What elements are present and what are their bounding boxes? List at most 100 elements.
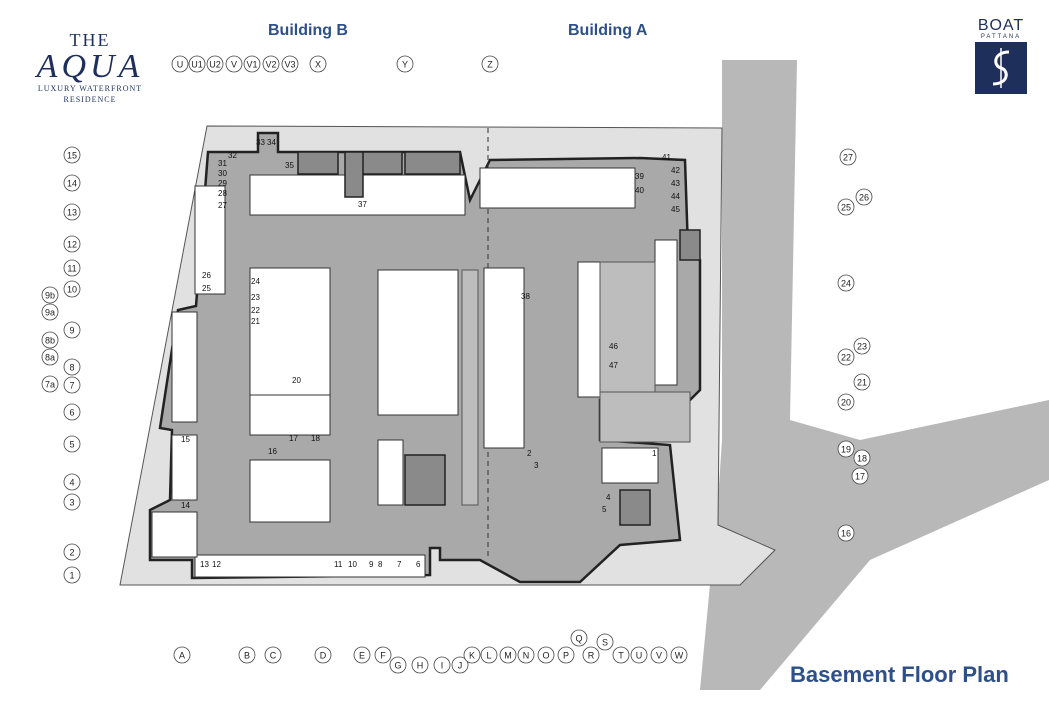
grid-bubble-left: 9 [63, 321, 81, 339]
grid-bubble-top: X [309, 55, 327, 73]
svg-text:13: 13 [67, 208, 77, 218]
grid-bubble-bottom: C [264, 646, 282, 664]
logo-aqua-text: AQUA [36, 48, 144, 85]
grid-bubble-left: 6 [63, 403, 81, 421]
svg-text:C: C [270, 651, 277, 661]
svg-text:4: 4 [69, 478, 74, 488]
parking-number: 26 [202, 271, 211, 280]
svg-text:8a: 8a [45, 353, 55, 363]
parking-number: 3 [534, 461, 539, 470]
grid-bubble-top: V [225, 55, 243, 73]
svg-text:17: 17 [855, 472, 865, 482]
grid-bubble-bottom: V [650, 646, 668, 664]
svg-text:2: 2 [69, 548, 74, 558]
svg-text:26: 26 [859, 193, 869, 203]
svg-text:22: 22 [841, 353, 851, 363]
grid-bubble-bottom: O [537, 646, 555, 664]
parking-number: 13 [200, 560, 209, 569]
building-a-label: Building A [568, 22, 648, 39]
grid-bubble-right: 21 [853, 373, 871, 391]
parking-number: 18 [311, 434, 320, 443]
svg-text:K: K [469, 651, 475, 661]
grid-bubble-right: 23 [853, 337, 871, 355]
grid-bubble-left: 15 [63, 146, 81, 164]
svg-text:X: X [315, 60, 321, 70]
grid-bubble-right: 17 [851, 467, 869, 485]
logo-the-text: THE [69, 30, 111, 50]
parking-number: 7 [397, 560, 402, 569]
grid-bubble-right: 20 [837, 393, 855, 411]
parking-number: 35 [285, 161, 294, 170]
grid-bubble-left: 7a [41, 375, 59, 393]
svg-text:F: F [380, 651, 386, 661]
svg-text:O: O [542, 651, 549, 661]
grid-bubble-right: 24 [837, 274, 855, 292]
service-rooms [297, 151, 701, 526]
svg-text:1: 1 [69, 571, 74, 581]
grid-bubble-bottom: S [596, 633, 614, 651]
svg-text:25: 25 [841, 203, 851, 213]
parking-number: 8 [378, 560, 383, 569]
parking-number: 45 [671, 205, 680, 214]
parking-number: 39 [635, 172, 644, 181]
parking-number: 10 [348, 560, 357, 569]
ramp-areas [461, 261, 691, 506]
svg-text:3: 3 [69, 498, 74, 508]
svg-text:12: 12 [67, 240, 77, 250]
svg-text:8b: 8b [45, 336, 55, 346]
logo-tagline-2: RESIDENCE [63, 95, 117, 104]
grid-bubble-left: 11 [63, 259, 81, 277]
svg-text:9b: 9b [45, 291, 55, 301]
grid-bubble-bottom: B [238, 646, 256, 664]
parking-number: 27 [218, 201, 227, 210]
parking-number: 23 [251, 293, 260, 302]
grid-bubble-top: V2 [262, 55, 280, 73]
parking-number: 33 [256, 138, 265, 147]
grid-bubble-left: 4 [63, 473, 81, 491]
parking-number: 5 [602, 505, 607, 514]
svg-text:J: J [458, 661, 463, 671]
parking-number: 41 [662, 153, 671, 162]
svg-text:W: W [675, 651, 684, 661]
parking-number: 43 [671, 179, 680, 188]
parking-number: 4 [606, 493, 611, 502]
svg-text:V3: V3 [284, 60, 295, 70]
grid-bubble-top: U [171, 55, 189, 73]
parking-number: 21 [251, 317, 260, 326]
grid-bubble-bottom: T [612, 646, 630, 664]
svg-text:24: 24 [841, 279, 851, 289]
grid-bubble-left: 9b [41, 286, 59, 304]
svg-text:7: 7 [69, 381, 74, 391]
svg-text:V: V [656, 651, 662, 661]
parking-number: 15 [181, 435, 190, 444]
parking-number: 47 [609, 361, 618, 370]
grid-bubble-bottom: Q [570, 629, 588, 647]
svg-text:27: 27 [843, 153, 853, 163]
grid-bubble-top: Z [481, 55, 499, 73]
grid-bubble-left: 8b [41, 331, 59, 349]
grid-bubble-left: 8 [63, 358, 81, 376]
svg-text:L: L [486, 651, 491, 661]
svg-text:U: U [177, 60, 184, 70]
grid-bubble-left: 8a [41, 348, 59, 366]
grid-bubble-top: V1 [243, 55, 261, 73]
brand-sub: PATTANA [980, 34, 1022, 40]
grid-bubble-bottom: J [451, 656, 469, 674]
grid-bubble-bottom: W [670, 646, 688, 664]
svg-text:Y: Y [402, 60, 408, 70]
parking-number: 1 [652, 449, 657, 458]
svg-text:10: 10 [67, 285, 77, 295]
parking-number: 46 [609, 342, 618, 351]
brand-name: BOAT [977, 17, 1025, 34]
grid-bubble-top: U1 [188, 55, 206, 73]
svg-text:8: 8 [69, 363, 74, 373]
grid-bubble-right: 16 [837, 524, 855, 542]
grid-bubble-bottom: D [314, 646, 332, 664]
svg-text:16: 16 [841, 529, 851, 539]
building-b-label: Building B [268, 22, 348, 39]
svg-text:H: H [417, 661, 424, 671]
grid-bubble-top: Y [396, 55, 414, 73]
grid-bubble-bottom: U [630, 646, 648, 664]
grid-bubble-bottom: L [480, 646, 498, 664]
parking-number: 6 [416, 560, 421, 569]
